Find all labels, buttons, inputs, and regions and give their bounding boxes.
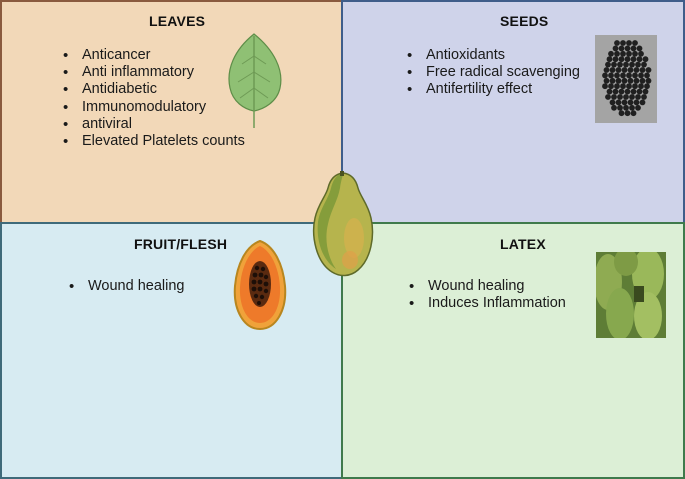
list-item: Free radical scavenging [404, 64, 580, 81]
leaf-icon [228, 33, 282, 128]
list-item: Anticancer [60, 47, 245, 64]
seeds-title: SEEDS [500, 13, 549, 29]
leaves-panel: LEAVES Anticancer Anti inflammatory Anti… [0, 0, 344, 224]
fruit-list: Wound healing [66, 278, 184, 295]
leaves-list: Anticancer Anti inflammatory Antidiabeti… [60, 47, 245, 150]
leaves-title: LEAVES [149, 13, 206, 29]
list-item: Anti inflammatory [60, 64, 245, 81]
seeds-icon [595, 35, 657, 123]
fruit-panel: FRUIT/FLESH Wound healing [0, 222, 344, 479]
green-papayas-icon [596, 252, 666, 338]
list-item: Wound healing [406, 278, 566, 295]
list-item: Antioxidants [404, 47, 580, 64]
fruit-title: FRUIT/FLESH [134, 236, 228, 252]
papaya-fruit-icon [312, 171, 374, 277]
papaya-half-icon [233, 239, 287, 331]
list-item: Induces Inflammation [406, 295, 566, 312]
list-item: Elevated Platelets counts [60, 133, 245, 150]
latex-list: Wound healing Induces Inflammation [406, 278, 566, 313]
list-item: Antifertility effect [404, 81, 580, 98]
list-item: antiviral [60, 116, 245, 133]
seeds-list: Antioxidants Free radical scavenging Ant… [404, 47, 580, 99]
latex-panel: LATEX Wound healing Induces Inflammation [341, 222, 685, 479]
list-item: Immunomodulatory [60, 99, 245, 116]
list-item: Wound healing [66, 278, 184, 295]
list-item: Antidiabetic [60, 81, 245, 98]
latex-title: LATEX [500, 236, 546, 252]
